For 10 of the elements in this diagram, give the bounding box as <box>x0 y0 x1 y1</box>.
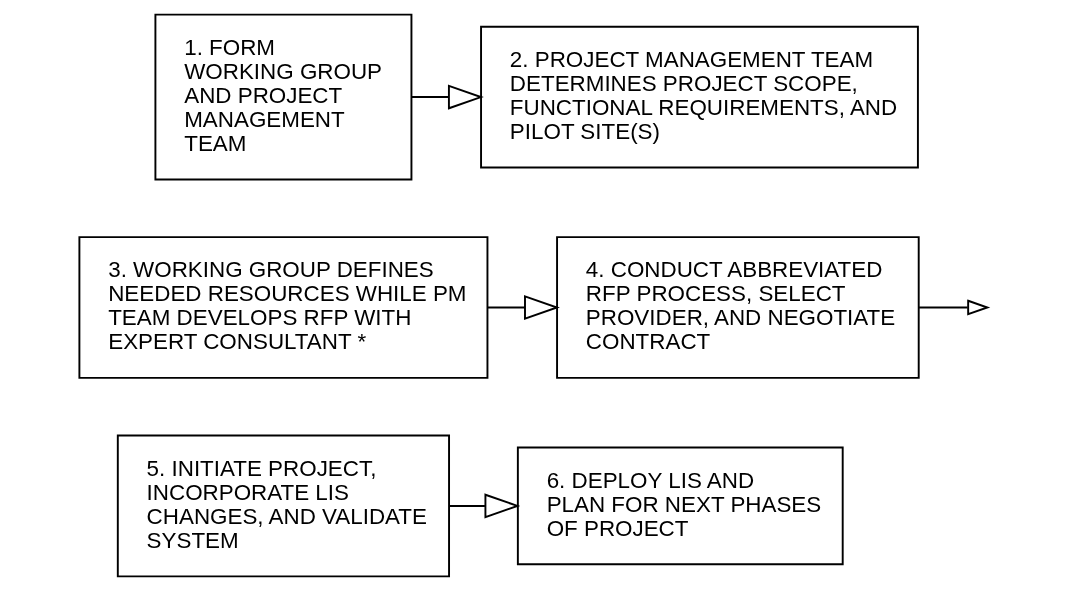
node-box: 1. FORM WORKING GROUP AND PROJECT MANAGEMENT TEAM <box>154 13 413 181</box>
node-box: 3. WORKING GROUP DEFINES NEEDED RESOURCES WHILE PM TEAM DEVELOPS RFP WITH EXPERT CONSULTANT * <box>78 236 489 379</box>
arrow <box>448 493 521 519</box>
arrow <box>486 294 560 321</box>
node-box: 5. INITIATE PROJECT, INCORPORATE LIS CHANGES, AND VALIDATE SYSTEM <box>116 434 450 578</box>
arrow <box>918 299 991 316</box>
node-box: 6. DEPLOY LIS AND PLAN FOR NEXT PHASES OF PROJECT <box>516 446 844 566</box>
node-box: 2. PROJECT MANAGEMENT TEAM DETERMINES PROJECT SCOPE, FUNCTIONAL REQUIREMENTS, AND PILOT SITE(S) <box>480 25 919 169</box>
arrow <box>410 84 484 110</box>
node-box: 4. CONDUCT ABBREVIATED RFP PROCESS, SELECT PROVIDER, AND NEGOTIATE CONTRACT <box>556 236 920 379</box>
